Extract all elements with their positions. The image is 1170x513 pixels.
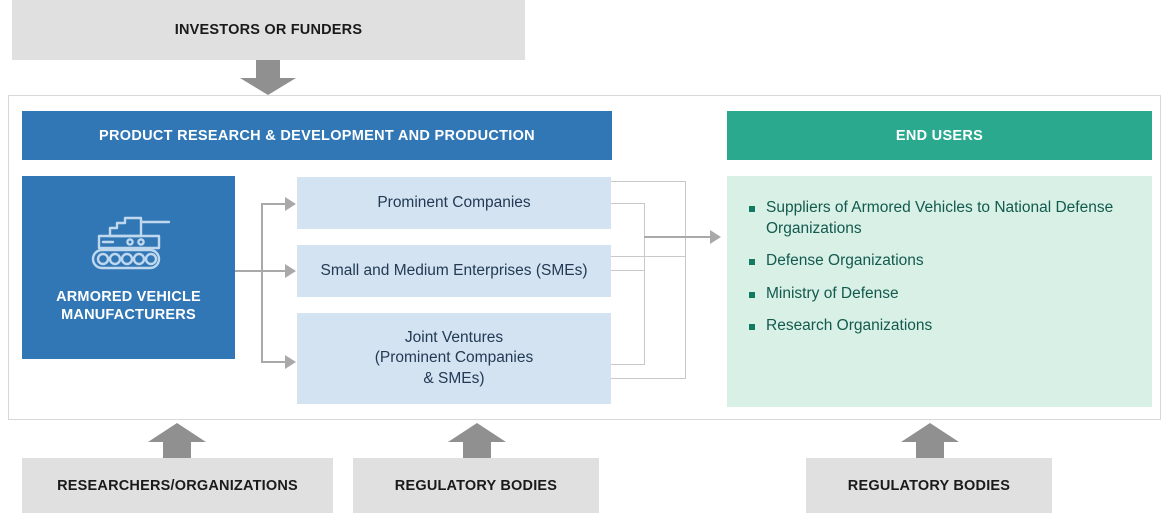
connector-prominent-out-inner: [611, 203, 645, 204]
connector-smes-out-inner: [611, 270, 645, 271]
arrowhead-to-smes: [285, 264, 296, 278]
node-prominent-companies-label: Prominent Companies: [377, 193, 531, 211]
connector-smes-out-outer: [611, 256, 686, 257]
node-joint-ventures-line2: (Prominent Companies: [374, 349, 534, 367]
node-joint-ventures-label: Joint Ventures (Prominent Companies & SM…: [375, 328, 534, 389]
node-joint-ventures-line3: & SMEs): [423, 369, 485, 387]
researchers-organizations-label: RESEARCHERS/ORGANIZATIONS: [57, 477, 298, 494]
investors-or-funders-label: INVESTORS OR FUNDERS: [174, 22, 363, 38]
arrowhead-to-end-users: [710, 230, 721, 244]
manufacturers-label: ARMORED VEHICLE MANUFACTURERS: [56, 288, 201, 324]
up-block-arrow-icon-regulatory-left: [448, 423, 506, 460]
manufacturers-label-line2: MANUFACTURERS: [61, 307, 196, 323]
connector-jv-out-inner: [611, 364, 645, 365]
connector-trunk-to-end-users: [644, 236, 713, 238]
end-users-item: Suppliers of Armored Vehicles to Nationa…: [749, 198, 1134, 239]
investors-or-funders-box: INVESTORS OR FUNDERS: [12, 0, 525, 60]
connector-to-prominent: [261, 203, 287, 205]
up-block-arrow-icon-researchers: [148, 423, 206, 460]
regulatory-bodies-label-right: REGULATORY BODIES: [847, 477, 1011, 494]
armored-vehicle-manufacturers-box: ARMORED VEHICLE MANUFACTURERS: [22, 176, 235, 359]
manufacturers-label-line1: ARMORED VEHICLE: [56, 288, 201, 305]
node-prominent-companies: Prominent Companies: [297, 177, 611, 229]
end-users-header: END USERS: [727, 111, 1152, 160]
node-joint-ventures: Joint Ventures (Prominent Companies & SM…: [297, 313, 611, 404]
node-smes: Small and Medium Enterprises (SMEs): [297, 245, 611, 297]
regulatory-bodies-box-right: REGULATORY BODIES: [806, 458, 1052, 513]
arrowhead-to-joint-ventures: [285, 355, 296, 369]
end-users-item: Defense Organizations: [749, 251, 1134, 272]
up-block-arrow-icon-regulatory-right: [901, 423, 959, 460]
researchers-organizations-box: RESEARCHERS/ORGANIZATIONS: [22, 458, 333, 513]
end-users-header-label: END USERS: [895, 127, 984, 144]
regulatory-bodies-label-left: REGULATORY BODIES: [394, 477, 558, 494]
node-smes-label: Small and Medium Enterprises (SMEs): [320, 261, 588, 279]
end-users-list: Suppliers of Armored Vehicles to Nationa…: [749, 198, 1134, 337]
product-rnd-header: PRODUCT RESEARCH & DEVELOPMENT AND PRODU…: [22, 111, 612, 160]
product-rnd-header-label: PRODUCT RESEARCH & DEVELOPMENT AND PRODU…: [99, 127, 535, 144]
connector-jv-out-outer: [611, 378, 686, 379]
connector-to-smes: [261, 270, 287, 272]
end-users-item: Ministry of Defense: [749, 284, 1134, 305]
connector-mfg-stem: [235, 270, 263, 272]
connector-mfg-bus: [261, 203, 263, 363]
arrowhead-to-prominent: [285, 197, 296, 211]
connector-inner-bus: [644, 203, 645, 365]
down-block-arrow-icon: [240, 60, 296, 95]
connector-prominent-out-outer: [611, 181, 686, 182]
regulatory-bodies-box-left: REGULATORY BODIES: [353, 458, 599, 513]
end-users-item: Research Organizations: [749, 316, 1134, 337]
connector-outer-bus: [685, 181, 686, 379]
node-joint-ventures-line1: Joint Ventures: [404, 328, 504, 346]
end-users-panel: Suppliers of Armored Vehicles to Nationa…: [727, 176, 1152, 407]
tank-icon: [86, 211, 172, 276]
connector-to-joint-ventures: [261, 361, 287, 363]
